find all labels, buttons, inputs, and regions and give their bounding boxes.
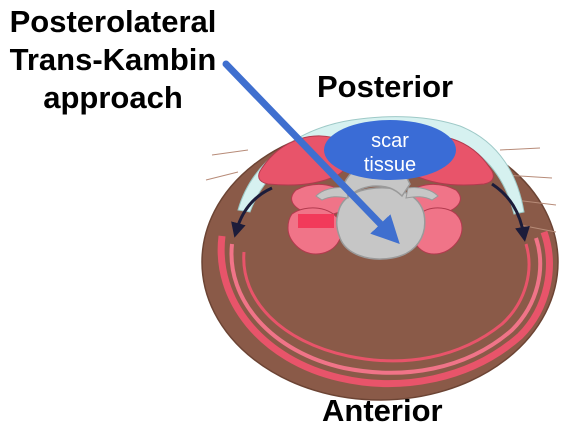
scar-tissue-label-line-1: scar	[330, 131, 450, 151]
anterior-label: Anterior	[322, 395, 443, 426]
approach-title-line-1: Posterolateral	[0, 6, 226, 37]
scar-tissue-label-line-2: tissue	[330, 155, 450, 175]
posterior-label: Posterior	[317, 71, 453, 102]
psoas-highlight-left	[298, 214, 334, 228]
approach-title-line-2: Trans-Kambin	[0, 44, 226, 75]
approach-title-line-3: approach	[0, 82, 226, 113]
